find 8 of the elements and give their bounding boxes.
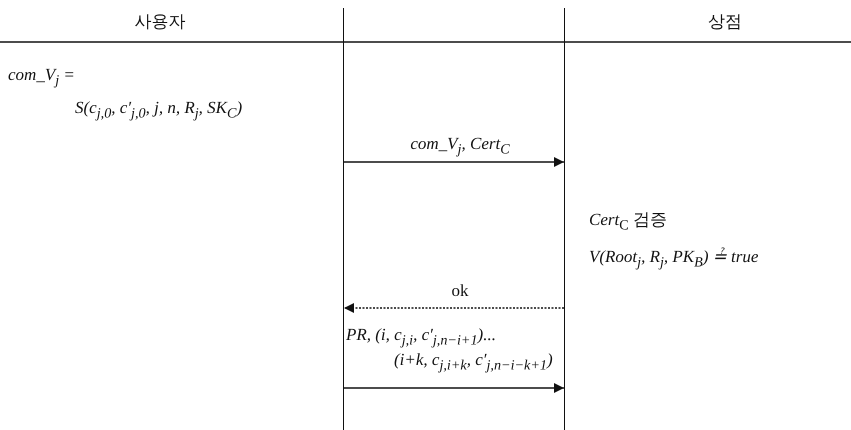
column-header: 사용자: [134, 11, 186, 34]
arrow: [344, 157, 564, 167]
formula-text: Cert$_{C}$ 검증: [589, 209, 668, 236]
column-header: 상점: [707, 11, 743, 34]
formula-text: com_V$_{j}$ = S(c$_{j,0}$, c′$_{j,0}$, j, n, R$_{j}$, SK$_{C}$): [8, 64, 244, 124]
arrow: [344, 383, 564, 393]
arrow: [344, 303, 564, 313]
formula-text: V(Root$_{j}$, R$_{j}$, PK$_{B}$) ≟ true: [589, 246, 760, 272]
